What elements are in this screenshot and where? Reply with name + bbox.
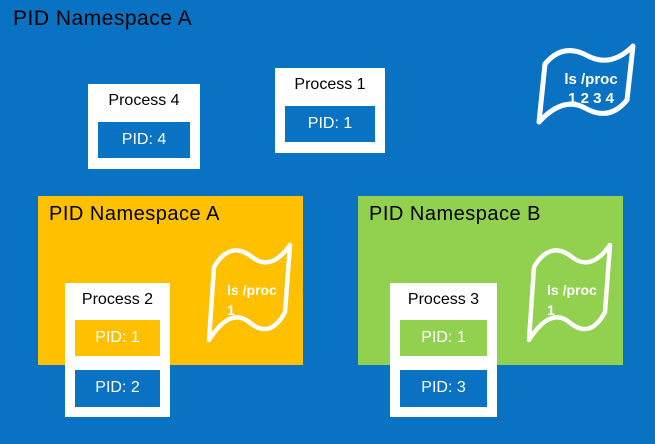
flag-command-text: ls /proc [547,282,597,298]
process-2-outer-pid-badge: PID: 2 [75,370,160,407]
process-3-inner-pid-badge: PID: 1 [400,320,487,356]
flag-command-text: ls /proc [564,71,617,88]
proc-flag-icon-outer: ls /proc 1 2 3 4 [536,43,636,125]
outer-namespace-title: PID Namespace A [13,7,193,30]
flag-command-text: ls /proc [227,282,277,298]
flag-pid-list-text: 1 [227,302,235,318]
process-4-pid-badge: PID: 4 [98,122,190,158]
process-card-1: Process 1 PID: 1 [275,68,385,153]
process-card-2: Process 2 PID: 1 PID: 2 [65,283,170,417]
process-1-pid-badge: PID: 1 [285,106,375,142]
flag-wave-shape [536,43,636,125]
nested-namespace-b: PID Namespace B ls /proc 1 [358,196,623,365]
process-card-3: Process 3 PID: 1 PID: 3 [390,283,497,417]
process-3-outer-pid-badge: PID: 3 [400,370,487,407]
nested-namespace-a-title: PID Namespace A [49,203,220,225]
proc-flag-icon-namespace-b: ls /proc 1 [526,242,613,343]
proc-flag-icon-namespace-a: ls /proc 1 [206,242,293,343]
process-2-inner-pid-badge: PID: 1 [75,320,160,356]
process-3-name: Process 3 [407,291,480,308]
process-4-name: Process 4 [108,92,180,109]
process-1-name: Process 1 [294,76,366,93]
nested-namespace-b-title: PID Namespace B [369,203,542,225]
process-2-name: Process 2 [81,291,154,308]
flag-pid-list-text: 1 2 3 4 [568,90,615,107]
flag-wave-shape [526,242,613,343]
flag-pid-list-text: 1 [547,302,555,318]
process-card-4: Process 4 PID: 4 [88,84,200,169]
flag-wave-shape [206,242,293,343]
